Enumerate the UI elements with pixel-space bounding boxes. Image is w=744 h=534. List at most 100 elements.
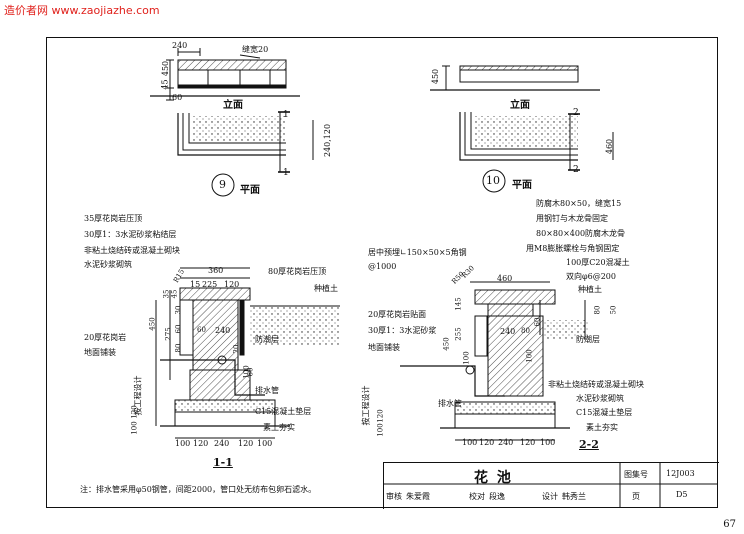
s1-dim-15: 15 [190, 280, 201, 289]
tb-review-label: 审核 [386, 492, 402, 501]
drawing-frame [46, 37, 718, 508]
s2-inner-60: 60 [533, 317, 542, 327]
s2-left-note-1: 30厚1：3水泥砂浆 [368, 326, 437, 335]
s2-right-dim-50: 50 [609, 305, 618, 315]
d9-dim-60: 60 [172, 93, 183, 102]
s1-right-note-5: 素土夯实 [263, 423, 295, 432]
s2-inner-80: 80 [521, 327, 530, 335]
d9-elevation-label: 立面 [223, 100, 243, 111]
s1-note-1: 30厚1：3水泥砂浆粘结层 [84, 230, 177, 239]
s2-dim-255: 255 [454, 327, 463, 341]
s1-bottom-100b: 100 [257, 439, 273, 448]
d10-section-mark-bottom: 2 [573, 165, 579, 175]
footnote: 注：排水管采用φ50钢管，间距2000，管口处无纺布包卵石滤水。 [80, 485, 317, 494]
s1-inner-20: 20 [232, 344, 241, 354]
s1-bottom-100a: 100 [175, 439, 191, 448]
d9-section-mark-bottom: 1 [283, 168, 289, 178]
s1-note-0: 35厚花岗岩压顶 [84, 214, 143, 223]
s1-bottom-240: 240 [214, 439, 230, 448]
s2-right-note-3: C15混凝土垫层 [576, 408, 633, 417]
s1-dim-30: 30 [174, 305, 183, 315]
section-1-1 [155, 267, 340, 439]
s1-dim-35: 35 [162, 289, 171, 299]
d10-plan [459, 112, 614, 193]
tb-check-name: 段逸 [489, 492, 505, 501]
s2-bottom-120a: 120 [479, 438, 495, 447]
s2-right-note-4: 素土夯实 [586, 423, 618, 432]
s1-dim-120: 120 [130, 405, 139, 419]
s1-right-note-1: 种植土 [314, 284, 338, 293]
d10-elevation-label: 立面 [510, 100, 530, 111]
s1-left-note-0: 20厚花岗岩 [84, 333, 127, 342]
tb-design-label: 设计 [542, 492, 558, 501]
s1-inner-240: 240 [215, 326, 231, 335]
s2-dim-145: 145 [454, 297, 463, 311]
s2-right-note-0: 防潮层 [576, 335, 600, 344]
s1-bottom-120a: 120 [193, 439, 209, 448]
tb-review-name: 朱爱霞 [406, 492, 430, 501]
s2-left-note-0: 20厚花岗岩贴面 [368, 310, 427, 319]
atlas-label: 图集号 [624, 470, 648, 479]
tb-page-code: D5 [676, 490, 688, 499]
d10-dim-450: 450 [431, 68, 441, 85]
s2-top-dim-460: 460 [497, 274, 513, 283]
tb-check-label: 校对 [469, 492, 485, 501]
d10-section-mark-top: 2 [573, 108, 579, 118]
s1-dim-120: 120 [224, 280, 240, 289]
d10-plan-label: 平面 [512, 180, 532, 191]
s1-right-note-4: C15混凝土垫层 [255, 407, 312, 416]
page-number: 67 [723, 519, 736, 530]
d9-dim-gap: 缝宽20 [242, 45, 269, 54]
title-block-grid [383, 462, 718, 508]
s2-top-note-5: 双向φ6@200 [566, 272, 616, 281]
s2-inner-100: 100 [525, 349, 534, 363]
s1-dim-225: 225 [202, 280, 218, 289]
s2-title: 2-2 [579, 438, 599, 451]
s2-dim-100b: 100 [376, 423, 385, 437]
title-block-title: 花 池 [474, 470, 513, 486]
tb-design-name: 韩秀兰 [562, 492, 586, 501]
s1-dim-80: 80 [174, 343, 183, 353]
s1-dim-60: 60 [174, 324, 183, 334]
d10-elevation [430, 65, 600, 91]
s1-inner-60: 60 [197, 326, 206, 334]
s1-dim-45: 45 [170, 289, 179, 299]
watermark-text: 造价者网 www.zaojiazhe.com [4, 4, 160, 17]
d9-plan-label: 平面 [240, 185, 260, 196]
d9-dim-45: 45 [160, 79, 170, 90]
s1-note-2: 非粘土烧结砖或混凝土砌块 [84, 246, 180, 255]
s2-top-note-0: 防腐木80×50，缝宽15 [536, 199, 622, 208]
s2-left-top-note-0: 居中预埋∟150×50×5角钢 [368, 248, 467, 257]
d10-dim-460: 460 [605, 138, 615, 155]
s1-dim-360: 360 [208, 266, 224, 275]
d9-plan [177, 111, 314, 197]
s2-top-note-1: 用钢钉与木龙骨固定 [536, 214, 608, 223]
s2-right-note-2: 水泥砂浆砌筑 [576, 394, 624, 403]
s2-dim-450: 450 [442, 337, 451, 351]
s1-inner-60b: 60 [246, 367, 255, 377]
s2-right-dim-80: 80 [593, 305, 602, 315]
d10-number: 10 [486, 174, 500, 187]
s2-left-note-2: 地面铺装 [368, 343, 400, 352]
d9-section-mark-top: 1 [283, 110, 289, 120]
d9-number: 9 [219, 178, 226, 191]
s2-right-note-1: 非粘土烧结砖或混凝土砌块 [548, 380, 644, 389]
s2-left-note-3: 按工程设计 [361, 385, 371, 426]
s1-right-note-0: 80厚花岗岩压顶 [268, 267, 327, 276]
s2-top-note-3: 用M8膨胀螺栓与角钢固定 [526, 244, 620, 253]
s1-left-note-1: 地面铺装 [84, 348, 116, 357]
s2-top-note-6: 种植土 [578, 285, 602, 294]
s1-dim-450: 450 [148, 317, 157, 331]
s2-left-note-4: 排水管 [438, 399, 462, 408]
d9-dim-240: 240 [172, 41, 188, 50]
s2-top-note-2: 80×80×400防腐木龙骨 [536, 229, 626, 238]
s2-dim-120: 120 [376, 409, 385, 423]
d9-dim-450: 450 [161, 60, 171, 77]
s2-top-note-4: 100厚C20混凝土 [566, 258, 630, 267]
s1-title: 1-1 [213, 456, 233, 469]
tb-page-label: 页 [632, 492, 640, 501]
d9-elevation [150, 48, 300, 101]
s1-right-note-2: 防潮层 [255, 335, 279, 344]
d9-plan-dims: 240,120 [323, 123, 333, 158]
